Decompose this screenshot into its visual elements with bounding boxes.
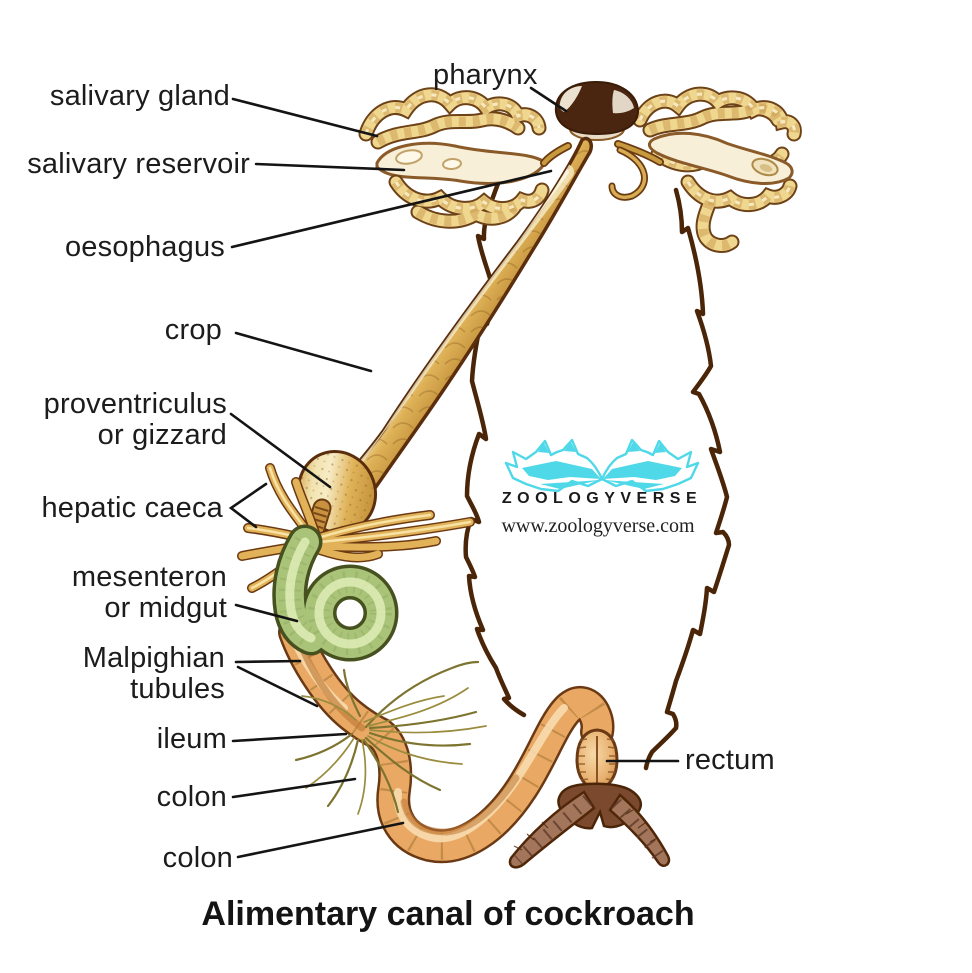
rectum-bulb [575, 728, 619, 792]
label-pharynx: pharynx [433, 60, 538, 91]
leader-malpighian-2 [236, 665, 319, 708]
label-text: ileum [156, 723, 227, 755]
leader-salivary-reservoir [254, 162, 406, 172]
salivary-reservoir-left [375, 141, 547, 185]
anal-plates-cerci [508, 782, 671, 869]
label-text: oesophagus [64, 231, 225, 263]
leader-malpighian-1 [234, 659, 302, 664]
leader-hepatic-caeca [228, 482, 268, 529]
label-text: Malpighian [82, 642, 225, 674]
watermark-brand: ZOOLOGYVERSE [502, 490, 702, 507]
leader-oesophagus [230, 169, 553, 249]
label-salivary-gland: salivary gland [50, 81, 230, 112]
watermark-url: www.zoologyverse.com [501, 515, 695, 537]
label-text: mesenteron [71, 561, 227, 593]
label-salivary-reservoir: salivary reservoir [27, 149, 250, 180]
label-crop: crop [165, 315, 222, 346]
label-ileum: ileum [157, 724, 227, 755]
label-hepatic-caeca: hepatic caeca [41, 493, 223, 524]
label-rectum: rectum [685, 745, 775, 776]
label-oesophagus: oesophagus [65, 232, 225, 263]
salivary-ducts [540, 140, 664, 201]
label-text: colon [162, 842, 233, 874]
label-text: colon [156, 781, 227, 813]
watermark: ZOOLOGYVERSE www.zoologyverse.com [501, 438, 702, 537]
label-text: salivary gland [49, 80, 230, 112]
ileum-colon-tube [292, 632, 598, 846]
leader-mesenteron [234, 603, 299, 623]
label-text: or midgut [104, 592, 227, 624]
label-colon-lower: colon [163, 843, 233, 874]
salivary-gland-left [366, 95, 539, 142]
label-mesenteron-or-midgut: mesenteron or midgut [72, 562, 227, 624]
pharynx-head [554, 80, 640, 141]
label-text: pharynx [433, 59, 538, 91]
diagram-title: Alimentary canal of cockroach [201, 895, 695, 933]
leader-pharynx [529, 86, 568, 113]
label-text: rectum [685, 744, 775, 776]
label-text: proventriculus [43, 388, 227, 420]
leader-colon-upper [231, 777, 357, 799]
salivary-reservoir-right [648, 131, 794, 186]
label-text: salivary reservoir [27, 148, 250, 180]
label-proventriculus-or-gizzard: proventriculus or gizzard [44, 389, 227, 451]
label-colon-upper: colon [157, 782, 227, 813]
label-malpighian-tubules: Malpighian tubules [83, 643, 225, 705]
proventriculus-gizzard [296, 449, 378, 544]
leader-lines [228, 86, 680, 859]
wolf-logo-icon [504, 438, 700, 493]
label-text: or gizzard [97, 419, 227, 451]
leader-salivary-gland [231, 97, 379, 138]
leader-crop [234, 331, 373, 373]
leader-proventriculus [229, 412, 332, 489]
leader-colon-lower [236, 821, 405, 859]
label-text: crop [164, 314, 222, 346]
body-outline-right [643, 187, 732, 771]
label-text: tubules [130, 673, 225, 705]
cercus-left [508, 790, 596, 869]
label-text: hepatic caeca [41, 492, 223, 524]
leader-ileum [231, 732, 348, 743]
